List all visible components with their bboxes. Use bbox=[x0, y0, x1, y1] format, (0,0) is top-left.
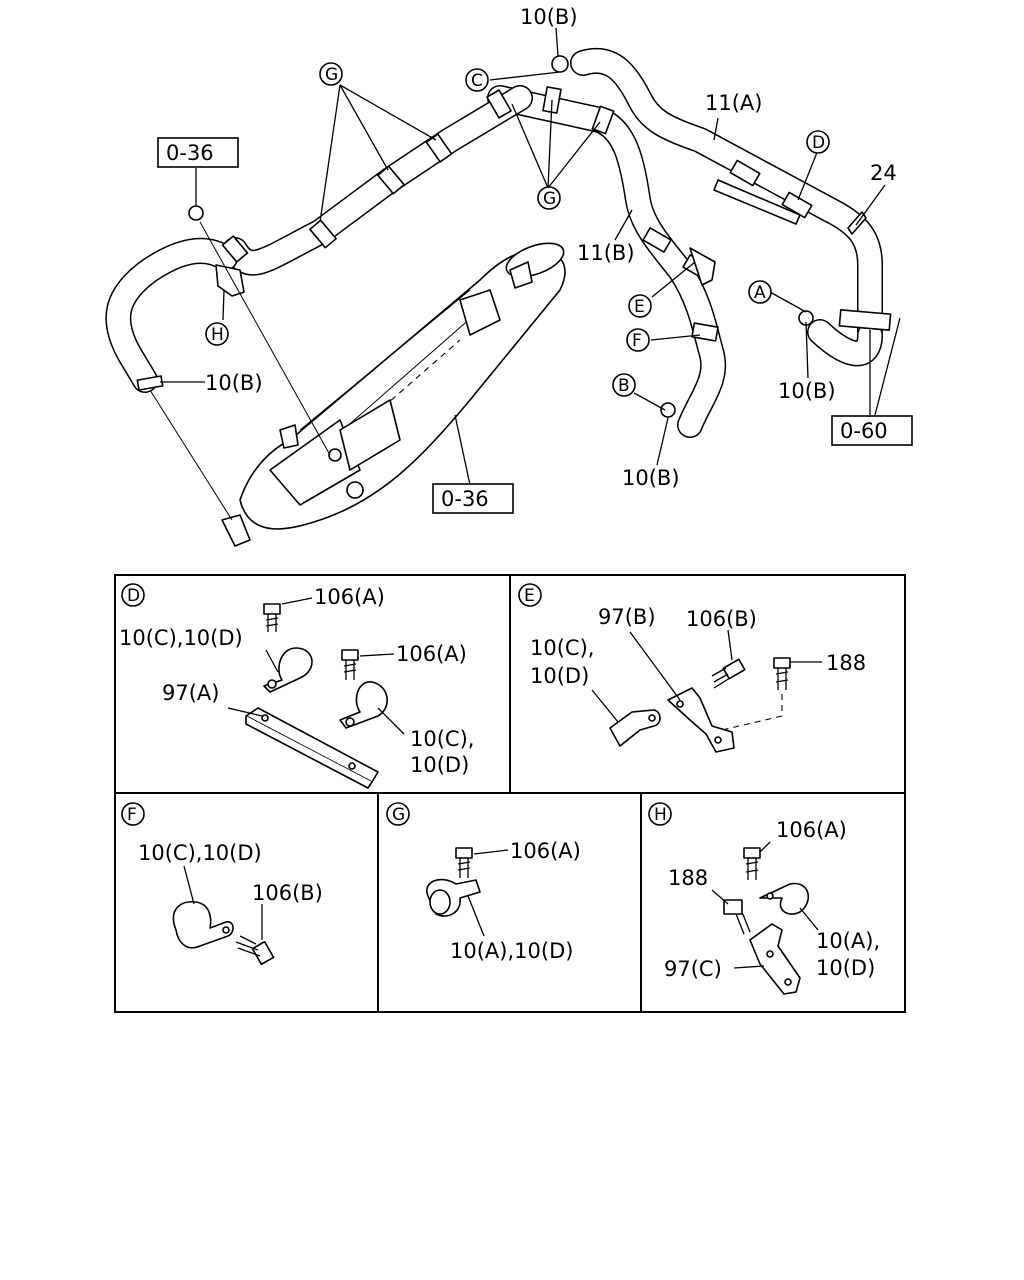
detail-g-title: G bbox=[392, 805, 405, 825]
detail-e-106b: 106(B) bbox=[686, 607, 757, 631]
detail-e: E 97(B) 106(B) 188 10(C), 10(D) bbox=[518, 583, 866, 753]
detail-e-188: 188 bbox=[826, 651, 866, 675]
detail-d-106a-1: 106(A) bbox=[314, 585, 385, 609]
svg-text:F: F bbox=[632, 331, 642, 351]
pipe-clamps bbox=[136, 55, 892, 418]
svg-text:A: A bbox=[754, 283, 766, 303]
detail-e-10c: 10(C), bbox=[530, 636, 594, 660]
detail-h: H 106(A) 188 10(A), 10(D) 97(C) bbox=[648, 802, 880, 995]
detail-h-106a: 106(A) bbox=[776, 818, 847, 842]
detail-h-10d: 10(D) bbox=[816, 956, 875, 980]
label-10b-b: 10(B) bbox=[622, 466, 680, 490]
detail-d-106a-2: 106(A) bbox=[396, 642, 467, 666]
callout-d: D bbox=[806, 130, 830, 154]
detail-h-188: 188 bbox=[668, 866, 708, 890]
detail-g-10ad: 10(A),10(D) bbox=[450, 939, 573, 963]
main-assembly: 10(B) 11(A) 24 11(B) 10(B) 10(B) 10(B) 0… bbox=[105, 5, 913, 547]
ref-0-60-text: 0-60 bbox=[840, 419, 888, 443]
hose-11b bbox=[487, 85, 727, 438]
detail-e-10d: 10(D) bbox=[530, 664, 589, 688]
detail-f: F 10(C),10(D) 106(B) bbox=[121, 802, 323, 966]
detail-d-10cd-1: 10(C),10(D) bbox=[119, 626, 243, 650]
detail-f-title: F bbox=[127, 805, 137, 825]
ref-box-0-36-top[interactable]: 0-36 bbox=[157, 137, 239, 168]
detail-panels: D 106(A) 10(C),10(D) 106(A) 9 bbox=[114, 574, 906, 1013]
callout-g-1: G bbox=[319, 62, 343, 86]
callout-a: A bbox=[748, 280, 772, 304]
detail-e-title: E bbox=[524, 586, 535, 606]
detail-f-10cd: 10(C),10(D) bbox=[138, 841, 262, 865]
detail-d-97a: 97(A) bbox=[162, 681, 219, 705]
svg-text:C: C bbox=[471, 71, 483, 91]
callout-g-2: G bbox=[537, 186, 561, 210]
label-11b: 11(B) bbox=[577, 241, 635, 265]
detail-e-97b: 97(B) bbox=[598, 605, 656, 629]
callout-f: F bbox=[626, 328, 650, 352]
callout-b: B bbox=[612, 373, 636, 397]
svg-text:E: E bbox=[634, 297, 645, 317]
svg-text:H: H bbox=[211, 325, 224, 345]
label-10b-a: 10(B) bbox=[778, 379, 836, 403]
detail-h-10a: 10(A), bbox=[816, 929, 880, 953]
ref-box-0-36-bottom[interactable]: 0-36 bbox=[432, 483, 514, 514]
ref-box-0-60[interactable]: 0-60 bbox=[831, 415, 913, 446]
detail-d: D 106(A) 10(C),10(D) 106(A) 9 bbox=[119, 583, 474, 789]
svg-text:B: B bbox=[618, 376, 630, 396]
svg-text:G: G bbox=[325, 65, 338, 85]
detail-h-title: H bbox=[654, 805, 667, 825]
detail-f-106b: 106(B) bbox=[252, 881, 323, 905]
label-10b-top: 10(B) bbox=[520, 5, 578, 29]
label-11a: 11(A) bbox=[705, 91, 762, 115]
svg-text:D: D bbox=[812, 133, 825, 153]
detail-h-97c: 97(C) bbox=[664, 957, 722, 981]
callout-e: E bbox=[628, 294, 652, 318]
ref-0-36-bottom-text: 0-36 bbox=[441, 487, 489, 511]
detail-g-106a: 106(A) bbox=[510, 839, 581, 863]
callout-h: H bbox=[205, 322, 229, 346]
callout-c: C bbox=[465, 68, 489, 92]
svg-text:G: G bbox=[543, 189, 556, 209]
detail-g: G 106(A) 10(A),10(D) bbox=[386, 802, 581, 963]
label-24: 24 bbox=[870, 161, 897, 185]
detail-d-10d: 10(D) bbox=[410, 753, 469, 777]
ref-0-36-top-text: 0-36 bbox=[166, 141, 214, 165]
detail-d-10c: 10(C), bbox=[410, 727, 474, 751]
label-10b-left: 10(B) bbox=[205, 371, 263, 395]
detail-d-title: D bbox=[127, 586, 140, 606]
heater-unit bbox=[221, 242, 566, 547]
main-leaders bbox=[149, 27, 901, 521]
